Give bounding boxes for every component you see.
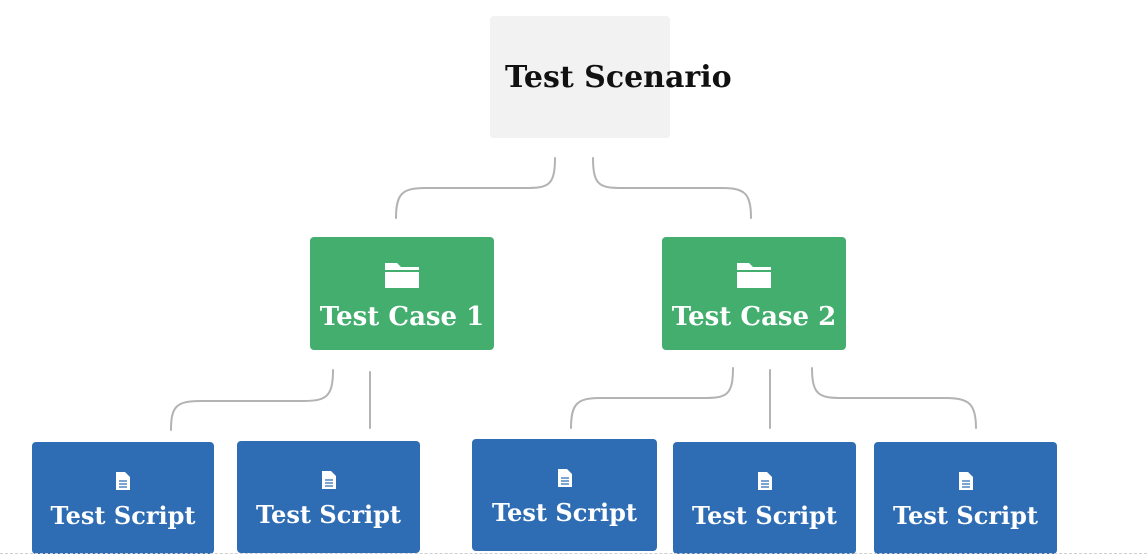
test-script-label: Test Script	[692, 500, 837, 530]
test-script-label: Test Script	[256, 499, 401, 529]
test-script-node[interactable]: Test Script	[32, 442, 214, 554]
test-scenario-label: Test Scenario	[505, 59, 732, 95]
bottom-divider	[0, 553, 1147, 554]
test-case-1-node[interactable]: Test Case 1	[310, 237, 494, 350]
connector-case-2-script-3	[570, 367, 734, 429]
test-script-label: Test Script	[492, 497, 637, 527]
test-script-node[interactable]: Test Script	[874, 442, 1057, 554]
test-script-label: Test Script	[50, 500, 196, 530]
test-case-1-label: Test Case 1	[319, 301, 485, 332]
connector-root-case-2	[592, 157, 752, 219]
connector-case-2-script-5	[811, 367, 977, 429]
test-scenario-node[interactable]: Test Scenario	[490, 16, 732, 138]
folder-icon	[735, 260, 773, 290]
document-icon	[958, 471, 974, 491]
folder-icon	[383, 260, 421, 290]
test-case-2-label: Test Case 2	[671, 301, 837, 332]
connector-case-1-script-1	[170, 369, 334, 431]
document-icon	[557, 468, 573, 488]
document-icon	[321, 470, 337, 490]
test-script-node[interactable]: Test Script	[673, 442, 856, 554]
test-script-label: Test Script	[893, 500, 1038, 530]
document-icon	[115, 471, 131, 491]
test-script-node[interactable]: Test Script	[472, 439, 657, 551]
test-script-node[interactable]: Test Script	[237, 441, 420, 553]
test-case-2-node[interactable]: Test Case 2	[662, 237, 846, 350]
document-icon	[757, 471, 773, 491]
connector-root-case-1	[395, 157, 556, 219]
